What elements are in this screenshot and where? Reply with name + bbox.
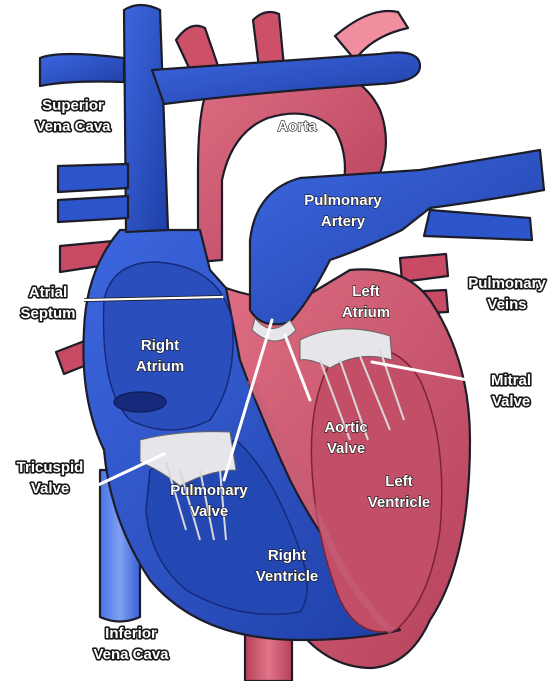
label-tricuspid-valve: Tricuspid Valve xyxy=(17,459,84,497)
superior-vena-cava-vessel xyxy=(124,5,168,232)
pulmonary-artery-right-branch xyxy=(424,210,532,240)
atrial-septum-line-1: Atrial xyxy=(29,284,67,301)
pulmonary-veins-line-2: Veins xyxy=(487,296,526,313)
superior-vena-cava-line-2: Vena Cava xyxy=(35,118,111,135)
right-ventricle-line-2: Ventricle xyxy=(256,568,319,585)
label-aorta: Aorta xyxy=(277,118,317,135)
superior-vena-cava-line-1: Superior xyxy=(42,97,104,114)
right-atrium-line-1: Right xyxy=(141,337,179,354)
tricuspid-valve-line-2: Valve xyxy=(31,480,69,497)
label-mitral-valve: Mitral Valve xyxy=(491,372,531,410)
left-atrium-line-1: Left xyxy=(352,283,380,300)
inferior-vena-cava-line-1: Inferior xyxy=(105,625,157,642)
right-ventricle-line-1: Right xyxy=(268,547,306,564)
label-atrial-septum: Atrial Septum xyxy=(20,284,75,322)
label-superior-vena-cava: Superior Vena Cava xyxy=(35,97,111,135)
brachiocephalic-vein-left xyxy=(40,54,124,86)
tricuspid-valve-line-1: Tricuspid xyxy=(17,459,84,476)
atrial-septum-line-2: Septum xyxy=(20,305,75,322)
left-ventricle-line-1: Left xyxy=(385,473,413,490)
pulmonary-veins-line-1: Pulmonary xyxy=(468,275,546,292)
right-atrium-line-2: Atrium xyxy=(136,358,184,375)
left-blue-branch-upper xyxy=(58,164,128,192)
label-inferior-vena-cava: Inferior Vena Cava xyxy=(93,625,169,663)
aortic-valve-line-2: Valve xyxy=(327,440,365,457)
pulmonary-valve-line-1: Pulmonary xyxy=(170,482,248,499)
pulmonary-artery-line-1: Pulmonary xyxy=(304,192,382,209)
mitral-valve-line-2: Valve xyxy=(492,393,530,410)
coronary-sinus-opening xyxy=(114,392,166,412)
pulmonary-artery-line-2: Artery xyxy=(321,213,366,230)
inferior-vena-cava-line-2: Vena Cava xyxy=(93,646,169,663)
aortic-valve-line-1: Aortic xyxy=(324,419,367,436)
pulmonary-valve-line-2: Valve xyxy=(190,503,228,520)
mitral-valve-line-1: Mitral xyxy=(491,372,531,389)
left-blue-branch-lower xyxy=(58,196,128,222)
aorta-text: Aorta xyxy=(277,118,317,135)
left-atrium-line-2: Atrium xyxy=(342,304,390,321)
pulmonary-vein-right-upper xyxy=(400,254,448,282)
label-pulmonary-veins: Pulmonary Veins xyxy=(468,275,546,313)
left-ventricle-line-2: Ventricle xyxy=(368,494,431,511)
